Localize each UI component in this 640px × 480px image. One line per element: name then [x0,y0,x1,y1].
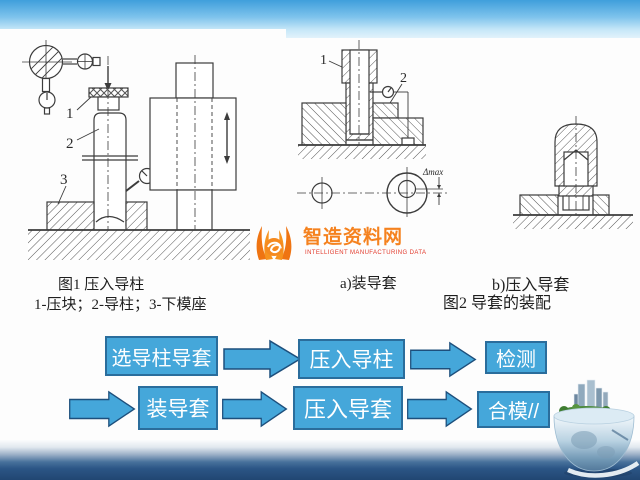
watermark-subtitle: INTELLIGENT MANUFACTURING DATA [305,250,427,256]
watermark-title: 智造资料网 [303,227,404,248]
figure1-drawing: 1 2 3 [22,40,250,260]
flow-arrow-icon [407,390,473,428]
flow-step-install-bushing: 装导套 [138,386,218,430]
ground [28,229,250,260]
flow-step-inspect: 检测 [485,341,547,374]
figure2-concentricity-drawing: Δmax [297,167,449,217]
globe-city-image [553,379,640,478]
fig1-label-2: 2 [66,136,74,152]
die-plate [301,102,424,146]
guide-pillar [82,112,138,226]
figure2b-drawing [513,116,633,230]
press-block [88,87,129,111]
dial-indicator [22,40,101,115]
figure1-legend: 1-压块；2-导柱；3-下模座 [34,297,207,313]
flow-arrow-icon [223,339,302,379]
flow-arrow-icon [69,390,136,428]
fig1-label-1: 1 [66,106,74,122]
flow-step-press-in-bushing: 压入导套 [293,386,403,430]
die-plate [519,194,610,216]
flow-step-close-die: 合模// [477,391,550,428]
fig2a-label-2: 2 [400,71,407,86]
dial-gauge [370,85,415,146]
figure2-caption-b: b)压入导套 [492,277,570,294]
watermark-logo-icon [256,226,292,260]
bushing [341,49,378,141]
figure2-caption-a: a)装导套 [340,276,397,292]
fig2a-label-1: 1 [320,53,327,68]
ground [298,144,426,159]
fig1-label-3: 3 [60,172,68,188]
figure2-caption-main: 图2 导套的装配 [443,295,552,312]
figure1-caption: 图1 压入导柱 [58,277,145,293]
ground [513,214,633,229]
flow-arrow-icon [410,341,477,378]
figure2a-drawing: 1 2 [298,40,426,159]
flow-arrow-icon [222,390,288,428]
flow-step-press-in-pillar: 压入导柱 [298,339,405,379]
lower-die-seat [46,201,148,231]
press-ram [149,55,237,233]
fig2-delta-max-label: Δmax [422,167,443,177]
flow-step-select-pillar-bushing: 选导柱导套 [105,336,218,376]
header-band-notch [0,29,286,38]
footer-band [0,440,640,480]
